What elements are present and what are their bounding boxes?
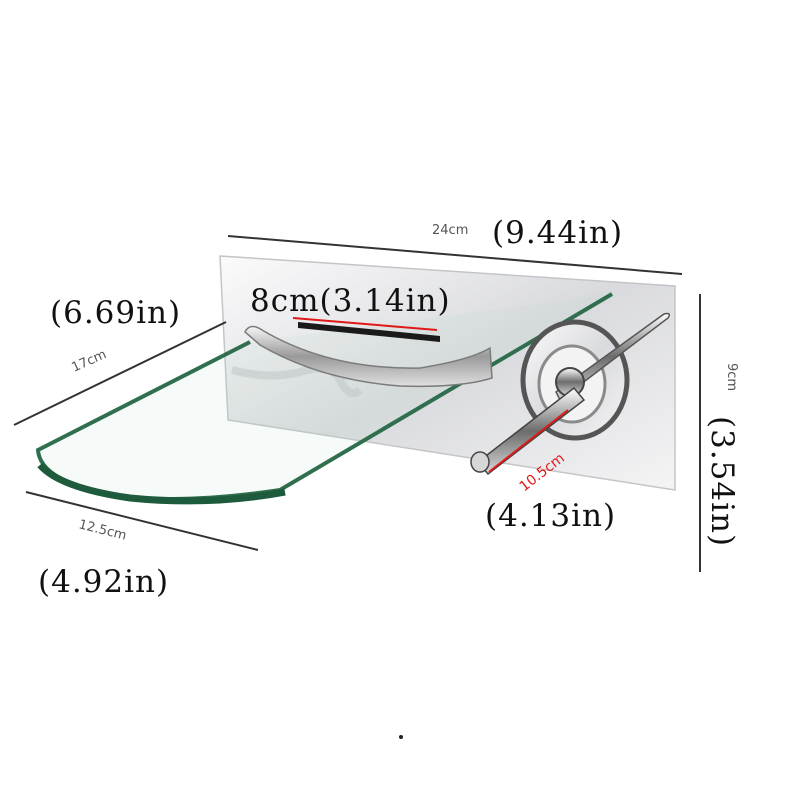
glass-width-dimension-line <box>25 491 259 551</box>
width-dimension-line <box>227 235 683 275</box>
glass-width-cm-label: 12.5cm <box>77 517 128 543</box>
spout-dimension-line <box>292 317 438 331</box>
glass-width-in-label: (4.92in) <box>38 564 169 600</box>
width-cm-label: 24cm <box>432 223 468 238</box>
handle-assembly <box>470 312 671 476</box>
waterfall-spout <box>244 322 493 388</box>
width-in-label: (9.44in) <box>492 215 623 251</box>
spout-dimension-label: 8cm(3.14in) <box>250 283 451 319</box>
handle-dimension-line <box>488 409 569 473</box>
depth-dimension-line <box>13 321 227 426</box>
depth-in-label: (6.69in) <box>50 295 181 331</box>
height-in-label: (3.54in) <box>704 416 740 547</box>
glass-tray <box>35 292 614 505</box>
stray-dot <box>399 735 403 739</box>
handle-in-label: (4.13in) <box>485 498 616 534</box>
height-cm-label: 9cm <box>724 363 739 391</box>
depth-cm-label: 17cm <box>70 347 109 375</box>
